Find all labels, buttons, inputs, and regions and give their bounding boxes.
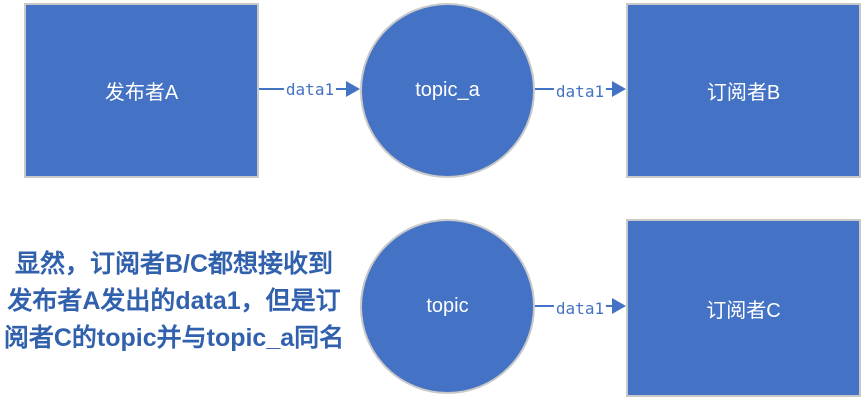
- publisher-a-box: 发布者A: [24, 3, 259, 178]
- subscriber-c-box: 订阅者C: [626, 219, 861, 397]
- topic-a-label: topic_a: [415, 79, 480, 101]
- data1-label-topic-to-sub-c: data1: [553, 298, 607, 320]
- arrow-head-icon: [612, 298, 626, 314]
- subscriber-b-box: 订阅者B: [626, 3, 861, 178]
- arrow-head-icon: [612, 81, 626, 97]
- annotation-line-1: 显然，订阅者B/C都想接收到: [14, 250, 334, 278]
- arrow-head-icon: [346, 81, 360, 97]
- topic-label: topic: [426, 295, 469, 317]
- annotation-line-2: 发布者A发出的data1，但是订: [7, 287, 341, 315]
- topic-circle: topic: [360, 219, 535, 394]
- publisher-a-label: 发布者A: [104, 82, 179, 104]
- subscriber-c-label: 订阅者C: [706, 299, 781, 322]
- topic-a-circle: topic_a: [360, 3, 535, 178]
- data1-label-topic-a-to-sub-b: data1: [553, 81, 607, 103]
- annotation-line-3: 阅者C的topic并与topic_a同名: [3, 324, 345, 352]
- data1-label-pub-a-to-topic-a: data1: [283, 79, 337, 101]
- subscriber-b-label: 订阅者B: [706, 82, 781, 104]
- annotation-text: 显然，订阅者B/C都想接收到 发布者A发出的data1，但是订 阅者C的topi…: [0, 246, 348, 357]
